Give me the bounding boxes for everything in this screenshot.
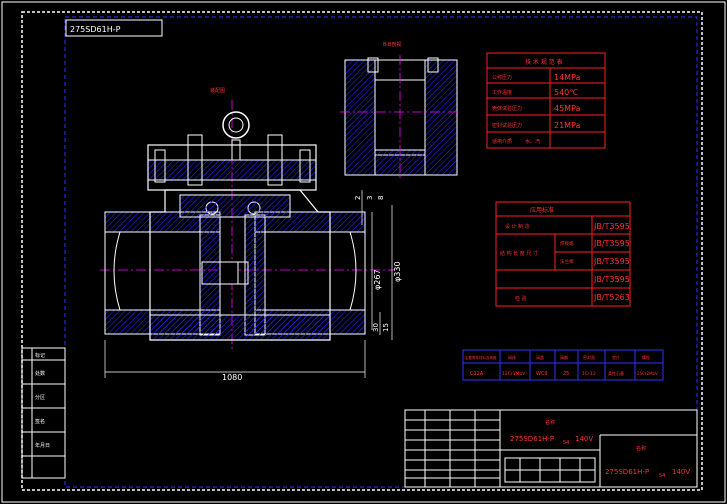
- standards-sub-1: 焊接端: [560, 240, 574, 247]
- title-block-right-label: 名称: [636, 445, 646, 452]
- standards-table: 应用标准 设 计 制 造 JB/T3595 结 构 长 度 尺 寸 焊接端 JB…: [495, 201, 631, 307]
- material-value-1: 12Cr1MoV: [502, 371, 526, 377]
- section-view-label: B-B剖视: [383, 41, 402, 48]
- dim-right-bottom-a: 30: [372, 323, 380, 332]
- tech-spec-label-0: 公称压力: [492, 74, 512, 81]
- revision-row-1: 处数: [35, 370, 45, 377]
- standards-title: 应用标准: [530, 206, 554, 214]
- dim-right-top-b: 3: [366, 196, 374, 200]
- material-header-0: 主要零件材料及规格: [465, 355, 497, 360]
- dash-border: [64, 16, 698, 488]
- valve-main-view: 装配图: [100, 87, 395, 350]
- material-header-6: 螺栓: [642, 354, 650, 360]
- dim-right-top-a: 2: [354, 196, 362, 200]
- standards-label-1: 结 构 长 度 尺 寸: [500, 250, 538, 257]
- material-value-5: 柔性石墨: [608, 370, 624, 376]
- tech-spec-label-3: 密封试验压力: [492, 122, 522, 129]
- revision-strip: 标记 处数 分区 签名 年月日: [21, 347, 66, 479]
- standards-sub-2: 法兰端: [560, 258, 574, 265]
- dimensions: [104, 190, 393, 378]
- title-stamp: 275SD61H-P: [65, 19, 163, 37]
- dim-length: 1080: [222, 373, 242, 382]
- standards-label-0: 设 计 制 造: [505, 223, 530, 230]
- revision-row-0: 标记: [35, 352, 45, 359]
- revision-row-2: 分区: [35, 394, 45, 401]
- dim-height-outer: φ330: [393, 261, 402, 282]
- inner-frame: [21, 11, 703, 491]
- tech-spec-value-3: 21MPa: [554, 121, 581, 130]
- title-block-right-code-sub: 54: [659, 473, 665, 479]
- standards-value-2: JB/T3595: [593, 257, 630, 266]
- tech-spec-label-2: 壳体试验压力: [492, 105, 522, 112]
- material-value-0: C12A: [470, 371, 484, 377]
- revision-row-3: 签名: [35, 418, 45, 425]
- material-value-4: 1Cr13: [582, 371, 596, 377]
- title-block-name-label: 名称: [545, 419, 555, 426]
- title-block-code-sub: 54: [563, 440, 569, 446]
- tech-spec-value-0: 14MPa: [554, 73, 581, 82]
- tech-spec-value-2: 45MPa: [554, 104, 581, 113]
- dim-height-inner: φ267: [373, 269, 382, 290]
- title-block-code-suffix: 140V: [575, 435, 593, 443]
- material-header-3: 阀瓣: [560, 354, 568, 360]
- dim-right-bottom-b: 15: [382, 323, 390, 332]
- tech-spec-value-4: 水、汽: [525, 138, 540, 145]
- standards-value-0: JB/T3595: [593, 222, 630, 231]
- standards-value-4: JB/T5263: [593, 293, 630, 302]
- material-header-1: 阀体: [508, 354, 516, 360]
- title-stamp-text: 275SD61H-P: [70, 25, 121, 34]
- material-header-4: 密封面: [583, 354, 595, 360]
- tech-spec-label-1: 工作温度: [492, 89, 512, 96]
- dim-right-top-c: 8: [377, 196, 385, 200]
- title-block: 名称 275SD61H-P 54 140V 名称 275SD61H-P 54 1…: [404, 409, 698, 488]
- tech-spec-table: 技 术 规 范 表 公称压力 14MPa 工作温度 540℃ 壳体试验压力 45…: [486, 52, 606, 149]
- material-value-6: 25Cr2MoV: [637, 371, 658, 376]
- material-value-2: WC9: [536, 371, 548, 377]
- title-block-code: 275SD61H-P: [510, 435, 554, 443]
- title-block-right-code: 275SD61H-P: [605, 468, 649, 476]
- material-table: 主要零件材料及规格 阀体 阀盖 阀瓣 密封面 垫片 螺栓 C12A 12Cr1M…: [462, 349, 664, 381]
- title-block-right-code-suffix: 140V: [672, 468, 690, 476]
- material-header-5: 垫片: [612, 354, 620, 360]
- main-view-label: 装配图: [210, 87, 225, 94]
- material-value-3: 25: [563, 371, 569, 377]
- standards-value-1: JB/T3595: [593, 239, 630, 248]
- material-header-2: 阀盖: [536, 354, 544, 360]
- tech-spec-title: 技 术 规 范 表: [525, 58, 563, 66]
- tech-spec-label-4: 适用介质: [492, 138, 512, 145]
- standards-label-4: 检 验: [515, 295, 527, 302]
- standards-value-3: JB/T3595: [593, 275, 630, 284]
- section-view: B-B剖视: [340, 41, 460, 180]
- revision-row-4: 年月日: [35, 442, 50, 449]
- tech-spec-value-1: 540℃: [554, 88, 578, 97]
